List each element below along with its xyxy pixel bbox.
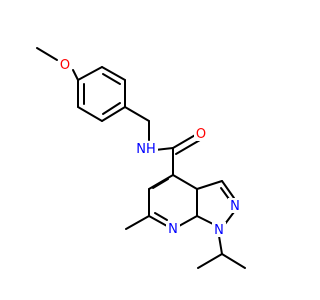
- bond-n1-c7a: [196, 215, 214, 225]
- bond-ring-2-inner: [102, 73, 121, 85]
- bond-c6-n7: [148, 215, 168, 227]
- bond-c4-c5-inner: [152, 178, 169, 189]
- bond-ring-ch2: [124, 106, 150, 122]
- atom-n2: N: [230, 199, 240, 214]
- bond-ring-5: [77, 106, 103, 122]
- bond-c3a-c3: [196, 180, 223, 190]
- molecule-structure: O NH O N N N: [36, 47, 246, 269]
- bond-ch-me1: [197, 253, 223, 269]
- atom-n-amide: NH: [136, 142, 156, 157]
- bond-c4-c5: [148, 174, 174, 190]
- bond-ring-4: [101, 106, 126, 122]
- bond-c6-n7-inner: [154, 212, 168, 221]
- bond-methyl-o: [36, 47, 58, 61]
- bond-n1-ch: [218, 235, 223, 255]
- bond-carbonyl-o-2: [175, 139, 201, 155]
- atom-n7: N: [168, 222, 178, 237]
- bond-ring-4-inner: [102, 102, 121, 115]
- bond-n2-n1: [224, 211, 235, 225]
- bond-c3a-c4: [172, 174, 198, 190]
- bond-ch-me2: [221, 253, 246, 269]
- atom-o-carbonyl: O: [196, 127, 206, 142]
- bond-c3-n2: [221, 180, 235, 199]
- bond-ring-2: [101, 66, 126, 81]
- atom-o-methoxy: O: [60, 58, 70, 73]
- bond-c6-methyl: [125, 215, 150, 230]
- bond-o-ring: [72, 69, 79, 81]
- bond-layer: [36, 47, 246, 269]
- bond-n7-c7a: [178, 215, 198, 227]
- bond-carbonyl-o-1: [172, 133, 198, 149]
- atom-layer: O NH O N N N: [58, 57, 242, 238]
- atom-n1: N: [214, 223, 224, 238]
- bond-c3-n2-inner: [220, 187, 230, 200]
- bond-ring-1: [77, 66, 103, 81]
